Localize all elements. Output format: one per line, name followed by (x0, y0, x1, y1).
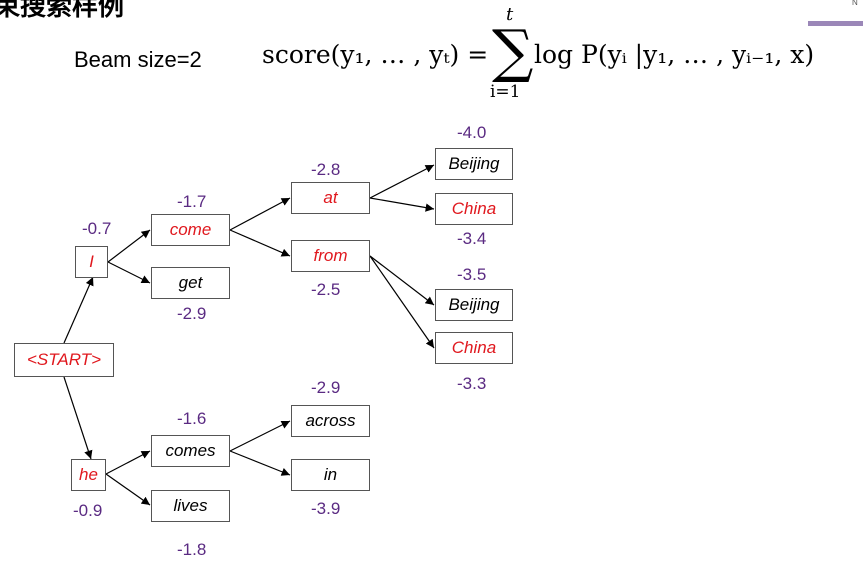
score-i: -0.7 (82, 219, 112, 238)
node-he: he (71, 459, 106, 491)
node-start: <START> (14, 343, 114, 377)
node-come: come (151, 214, 230, 246)
node-in: in (291, 459, 370, 491)
node-beijing-2: Beijing (435, 289, 513, 321)
score-from: -2.5 (311, 280, 341, 299)
score-across: -2.9 (311, 378, 341, 397)
accent-bar (808, 21, 863, 26)
node-china-2: China (435, 332, 513, 364)
score-china-2: -3.3 (457, 374, 487, 393)
sum-lower-limit: i=1 (490, 82, 521, 102)
edge-from-china2 (369, 255, 435, 349)
formula-lhs: score(y₁, … , yₜ) = (262, 40, 489, 69)
score-beijing-1: -4.0 (457, 123, 487, 142)
score-in: -3.9 (311, 499, 341, 518)
node-china-1: China (435, 193, 513, 225)
edge-come-from (229, 229, 291, 257)
edge-i-get (107, 261, 151, 284)
edge-start-he (63, 376, 93, 460)
node-beijing-1: Beijing (435, 148, 513, 180)
edge-from-beijing2 (369, 255, 435, 306)
node-at: at (291, 182, 370, 214)
node-from: from (291, 240, 370, 272)
edge-he-comes (105, 450, 151, 475)
score-lives: -1.8 (177, 540, 207, 559)
node-lives: lives (151, 490, 230, 522)
slide-title: 束搜索样例 (0, 0, 125, 21)
node-comes: comes (151, 435, 230, 467)
edge-at-china1 (369, 197, 435, 212)
sum-upper-limit: t (506, 4, 514, 25)
node-i: I (75, 246, 108, 278)
score-beijing-2: -3.5 (457, 265, 487, 284)
edge-comes-across (229, 420, 291, 452)
corner-mark: N (852, 0, 858, 7)
edge-at-beijing1 (369, 164, 435, 199)
edge-start-i (63, 276, 94, 344)
edge-he-lives (105, 473, 151, 506)
summation-icon: ∑ (492, 17, 534, 85)
formula-rhs: log P(yᵢ |y₁, … , yᵢ₋₁, x) (534, 40, 815, 69)
score-comes: -1.6 (177, 409, 207, 428)
score-china-1: -3.4 (457, 229, 487, 248)
score-get: -2.9 (177, 304, 207, 323)
beam-size-label: Beam size=2 (74, 47, 202, 72)
score-at: -2.8 (311, 160, 341, 179)
score-he: -0.9 (73, 501, 103, 520)
edge-come-at (229, 197, 291, 231)
edge-comes-in (229, 450, 291, 476)
node-get: get (151, 267, 230, 299)
node-across: across (291, 405, 370, 437)
edge-i-come (107, 229, 151, 263)
score-come: -1.7 (177, 192, 207, 211)
